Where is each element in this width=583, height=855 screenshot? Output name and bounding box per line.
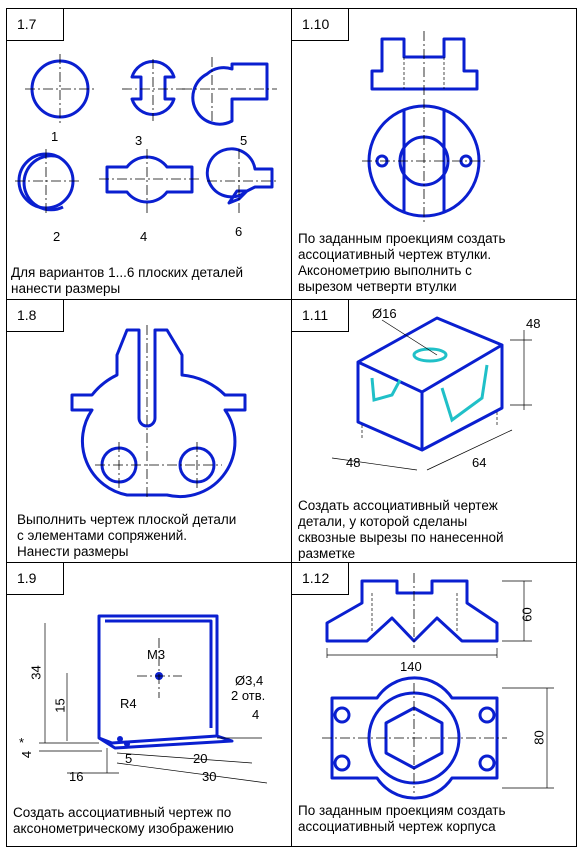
variant-label-5: 5 xyxy=(240,133,248,148)
drawing-1-12 xyxy=(322,573,554,800)
dim-length-64: 64 xyxy=(472,455,487,470)
dim-thread-m3: M3 xyxy=(147,647,166,662)
dim-hole-count: 2 отв. xyxy=(231,688,266,703)
dim-height-34: 34 xyxy=(28,665,44,680)
variant-label-4: 4 xyxy=(140,229,148,244)
task-caption: Создать ассоциативный чертеж детали, у к… xyxy=(298,498,504,561)
task-cell-1-12: 1.12 60 140 80 По заданным проекциям соз… xyxy=(291,562,577,847)
task-caption: По заданным проекциям создать ассоциатив… xyxy=(298,803,506,834)
task-number: 1.9 xyxy=(6,562,64,595)
task-number: 1.8 xyxy=(6,299,64,332)
dim-depth-48: 48 xyxy=(346,455,361,470)
variant-label-3: 3 xyxy=(135,133,143,148)
variant-label-6: 6 xyxy=(235,224,243,239)
task-caption: Выполнить чертеж плоской детали с элемен… xyxy=(17,512,237,559)
drawing-1-9 xyxy=(39,614,268,784)
task-cell-1-10: 1.10 По заданным проекциям создать ассоц… xyxy=(291,8,577,300)
variant-label-1: 1 xyxy=(51,129,59,144)
dim-height-15: 15 xyxy=(52,698,68,713)
drawing-1-7 xyxy=(15,54,279,214)
dim-gap-4: 4 xyxy=(19,750,35,759)
dim-hole-diameter: Ø3,4 xyxy=(235,673,264,688)
drawing-1-11 xyxy=(331,316,532,471)
dim-thickness-4: 4 xyxy=(252,707,260,722)
dim-width-20: 20 xyxy=(193,751,208,766)
task-caption: Для вариантов 1...6 плоских деталей нане… xyxy=(11,265,244,296)
task-cell-1-9: 1.9 M3 Ø3,4 2 отв. 34 15 R4 4 * 4 5 20 1… xyxy=(6,562,292,847)
task-caption: По заданным проекциям создать ассоциатив… xyxy=(298,231,506,294)
variant-label-2: 2 xyxy=(53,229,61,244)
task-cell-1-11: 1.11 Ø16 48 48 64 Создать ассоциативный … xyxy=(291,299,577,563)
drawing-1-10 xyxy=(362,31,487,224)
task-number: 1.10 xyxy=(291,8,349,41)
dim-height-48: 48 xyxy=(526,316,541,331)
task-number: 1.11 xyxy=(291,299,349,332)
dim-height-60: 60 xyxy=(519,607,535,622)
dim-radius-r4: R4 xyxy=(120,696,137,711)
dim-asterisk: * xyxy=(19,735,25,750)
dim-diameter-16: Ø16 xyxy=(372,306,397,321)
task-caption: Создать ассоциативный чертеж по аксономе… xyxy=(13,805,234,836)
dim-width-30: 30 xyxy=(202,769,217,784)
task-cell-1-8: 1.8 Выполнить чертеж плоской детали с эл… xyxy=(6,299,292,563)
task-number: 1.7 xyxy=(6,8,64,41)
dim-offset-5: 5 xyxy=(125,751,133,766)
dim-width-80: 80 xyxy=(531,730,547,745)
drawing-1-8 xyxy=(70,325,247,500)
task-number: 1.12 xyxy=(291,562,349,595)
dim-depth-16: 16 xyxy=(69,769,84,784)
dim-length-140: 140 xyxy=(400,659,422,674)
task-cell-1-7: 1.7 1 3 5 2 4 6 Для вариантов 1...6 плос… xyxy=(6,8,292,300)
